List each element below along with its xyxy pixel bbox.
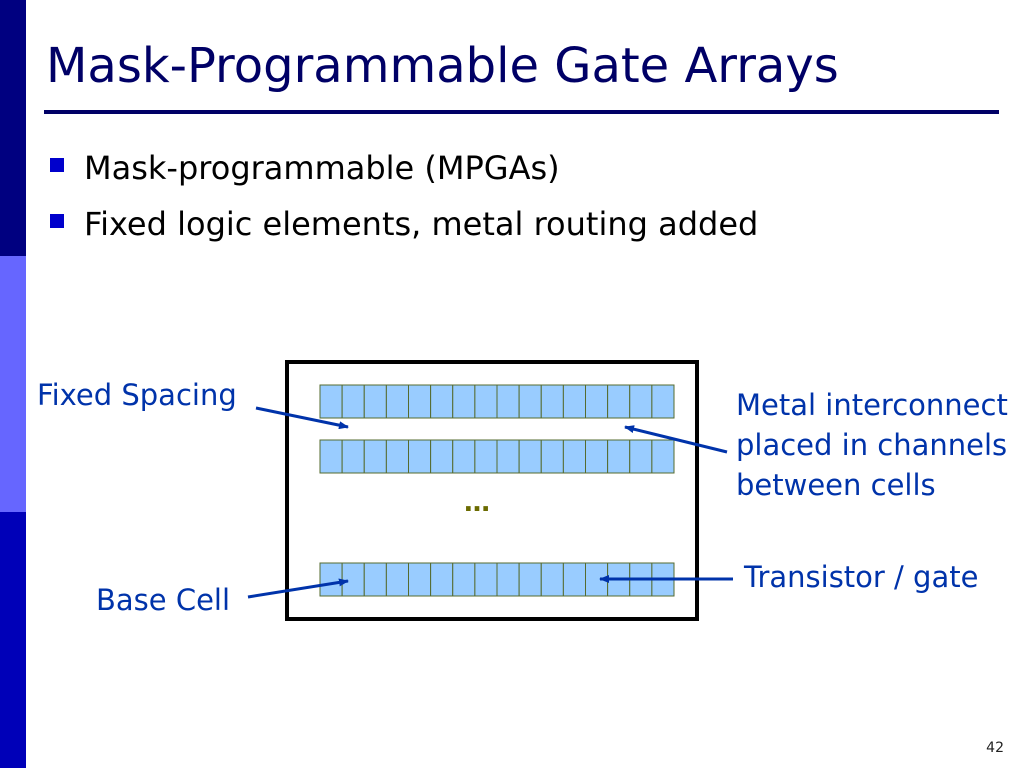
sidebar-segment-bottom [0, 512, 26, 768]
base-cell [518, 439, 542, 474]
base-cell [562, 439, 586, 474]
metal-interconnect-line: between cells [736, 468, 936, 502]
base-cell [452, 384, 476, 419]
bullet-text: Mask-programmable (MPGAs) [84, 149, 560, 187]
base-cell [540, 562, 564, 597]
base-cell [518, 562, 542, 597]
base-cell [452, 562, 476, 597]
base-cell [562, 562, 586, 597]
base-cell [319, 562, 343, 597]
base-cell [474, 439, 498, 474]
base-cell [319, 439, 343, 474]
square-bullet-icon [50, 214, 64, 228]
base-cell [585, 384, 609, 419]
cell-row [319, 384, 675, 419]
base-cell [651, 439, 675, 474]
fixed-spacing-label: Fixed Spacing [37, 378, 237, 412]
base-cell [585, 439, 609, 474]
metal-interconnect-label: Metal interconnect placed in channels be… [736, 385, 1008, 505]
base-cell [341, 562, 365, 597]
base-cell-label: Base Cell [96, 583, 231, 617]
base-cell [341, 384, 365, 419]
base-cell [430, 439, 454, 474]
sidebar-stripe [0, 0, 26, 768]
base-cell [385, 562, 409, 597]
bullet-list: Mask-programmable (MPGAs) Fixed logic el… [50, 140, 758, 252]
base-cell [363, 439, 387, 474]
base-cell [496, 384, 520, 419]
bullet-item: Fixed logic elements, metal routing adde… [50, 196, 758, 252]
base-cell-arrow [247, 578, 349, 599]
base-cell [496, 562, 520, 597]
base-cell [363, 562, 387, 597]
base-cell [629, 439, 653, 474]
sidebar-segment-middle [0, 256, 26, 512]
base-cell [607, 384, 631, 419]
fixed-spacing-arrow [255, 406, 349, 430]
base-cell [430, 562, 454, 597]
title-underline [44, 110, 999, 114]
base-cell [408, 439, 432, 474]
base-cell [518, 384, 542, 419]
metal-interconnect-line: Metal interconnect [736, 388, 1008, 422]
base-cell [474, 384, 498, 419]
bullet-text: Fixed logic elements, metal routing adde… [84, 205, 759, 243]
transistor-gate-label: Transistor / gate [744, 560, 979, 594]
base-cell [629, 384, 653, 419]
base-cell [607, 439, 631, 474]
cell-row [319, 439, 675, 474]
base-cell [385, 439, 409, 474]
metal-interconnect-arrow [624, 425, 728, 454]
base-cell [430, 384, 454, 419]
base-cell [363, 384, 387, 419]
base-cell [341, 439, 365, 474]
metal-interconnect-line: placed in channels [736, 428, 1008, 462]
chip-frame [285, 360, 699, 621]
base-cell [540, 439, 564, 474]
base-cell [474, 562, 498, 597]
square-bullet-icon [50, 158, 64, 172]
cell-row [319, 562, 675, 597]
bullet-item: Mask-programmable (MPGAs) [50, 140, 758, 196]
slide-title: Mask-Programmable Gate Arrays [46, 38, 839, 94]
sidebar-segment-top [0, 0, 26, 256]
base-cell [540, 384, 564, 419]
page-number: 42 [986, 740, 1004, 756]
base-cell [385, 384, 409, 419]
base-cell [408, 384, 432, 419]
base-cell [651, 384, 675, 419]
base-cell [496, 439, 520, 474]
base-cell [319, 384, 343, 419]
base-cell [452, 439, 476, 474]
ellipsis-marker: … [464, 488, 490, 518]
cell-rows [319, 384, 675, 597]
base-cell [562, 384, 586, 419]
base-cell [408, 562, 432, 597]
